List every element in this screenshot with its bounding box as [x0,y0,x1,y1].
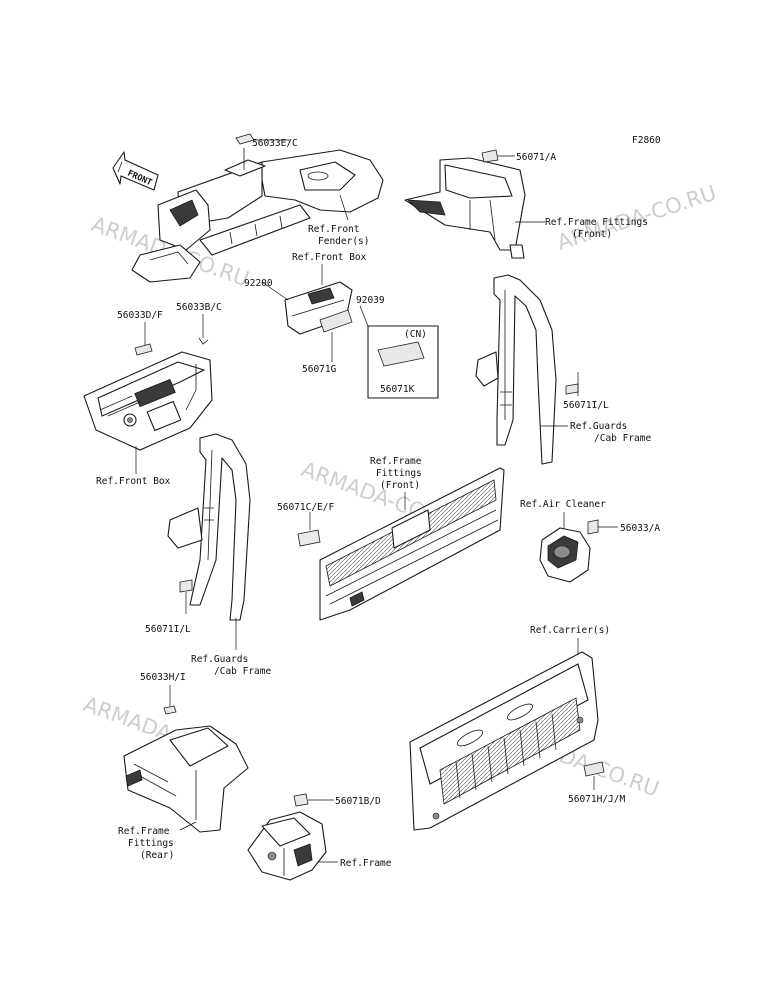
label-ref-front-box-top: Ref.Front Box [292,252,367,263]
label-56033HI: 56033H/I [140,672,186,683]
decal-56071G [319,309,353,333]
frame-bracket [247,811,327,881]
decal-56071BD [293,793,309,807]
front-box-instrument-panel [83,337,213,451]
leader-92039 [359,305,369,327]
label-56033EC: 56033E/C [252,138,298,149]
label-92039: 92039 [356,295,385,306]
decal-56071K [377,341,425,367]
label-56033A: 56033/A [620,523,660,534]
frame-fittings-front-top [404,149,526,259]
label-ref-guards-left-2: /Cab Frame [214,666,271,677]
label-56071IL-right: 56071I/L [563,400,609,411]
label-ref-guards-left-1: Ref.Guards [191,654,248,665]
label-56033DF: 56033D/F [117,310,163,321]
air-cleaner-housing [539,527,591,583]
leader-frame-fittings-rear [179,821,197,831]
front-box-panel [284,281,353,335]
label-56071HJM: 56071H/J/M [568,794,625,805]
label-ref-front-fender-1: Ref.Front [308,224,359,235]
label-ref-frame-fittings-rear-3: (Rear) [140,850,174,861]
label-ref-air-cleaner: Ref.Air Cleaner [520,499,606,510]
label-56071A: 56071/A [516,152,556,163]
cn-callout-box: (CN) 56071K [367,325,439,399]
decal-56033HI [163,705,177,715]
decal-56071CEF [297,529,321,547]
cab-frame-guard-right [475,274,579,465]
label-ref-frame-fittings-rear-1: Ref.Frame [118,826,170,837]
label-ref-frame-fittings-front-top-2: (Front) [572,229,612,240]
label-56033BC: 56033B/C [176,302,222,313]
label-ref-frame-fittings-mid-1: Ref.Frame [370,456,422,467]
label-ref-front-fender-2: Fender(s) [318,236,369,247]
label-92200: 92200 [244,278,273,289]
label-ref-frame-fittings-mid-3: (Front) [380,480,420,491]
figure-code: F2860 [632,135,661,146]
front-fender-assembly [131,133,384,283]
label-56071CEF: 56071C/E/F [277,502,334,513]
bed-front-panel [319,467,505,621]
decal-56033A [587,519,599,535]
frame-fittings-rear [123,725,249,833]
carrier-tailgate [409,651,599,831]
front-arrow-icon: FRONT [112,151,159,191]
label-ref-frame-fittings-mid-2: Fittings [376,468,422,479]
cab-frame-guard-left [167,433,251,621]
label-ref-guards-right-2: /Cab Frame [594,433,651,444]
label-56071G: 56071G [302,364,337,375]
label-ref-front-box-left: Ref.Front Box [96,476,171,487]
decal-56071HJM [583,761,605,777]
label-ref-guards-right-1: Ref.Guards [570,421,627,432]
leader-92200 [261,281,289,301]
label-ref-frame-fittings-front-top-1: Ref.Frame Fittings [545,217,648,228]
label-ref-carriers: Ref.Carrier(s) [530,625,610,636]
leader-front-fender [339,194,349,221]
label-ref-frame-fittings-rear-2: Fittings [128,838,174,849]
label-56071BD: 56071B/D [335,796,381,807]
label-CN: (CN) [404,329,427,340]
label-56071IL-left: 56071I/L [145,624,191,635]
label-56071K: 56071K [380,384,415,395]
label-ref-frame: Ref.Frame [340,858,392,869]
